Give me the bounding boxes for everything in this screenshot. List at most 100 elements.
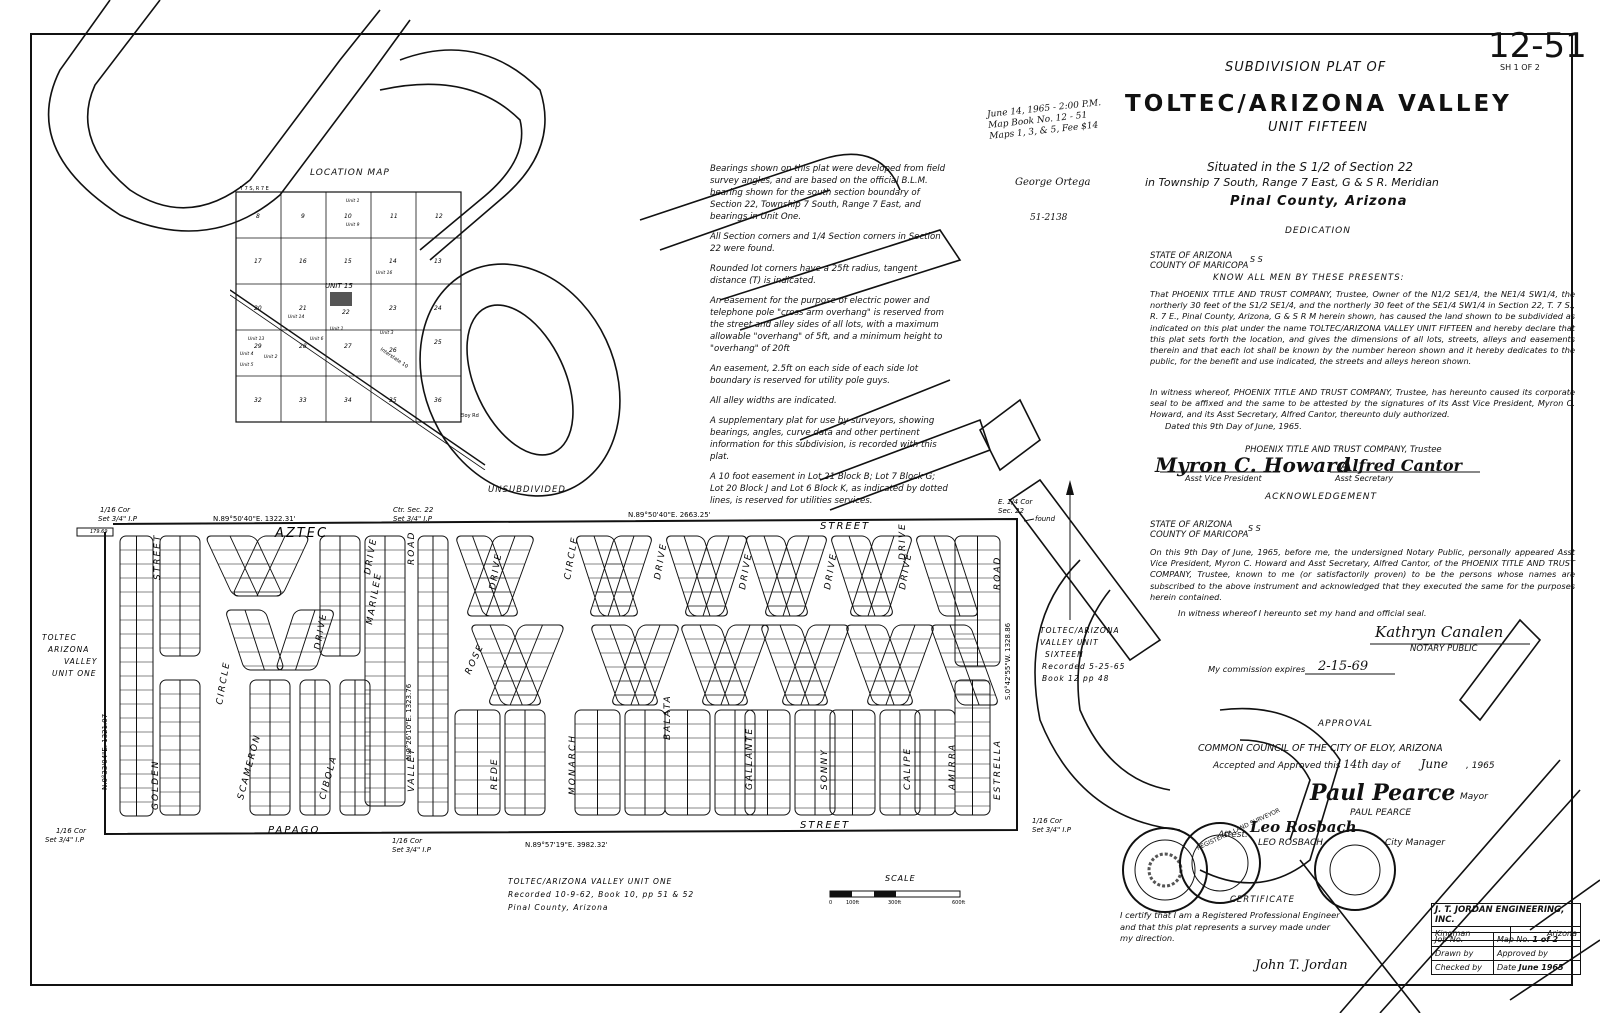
ack-witness: In witness whereof I hereunto set my han… bbox=[1178, 608, 1427, 618]
svg-text:TOLTEC/ARIZONA VALLEY UNIT ONE: TOLTEC/ARIZONA VALLEY UNIT ONE bbox=[508, 877, 672, 886]
cantor-signature: Alfred Cantor bbox=[1340, 456, 1462, 475]
svg-text:SIXTEEN: SIXTEEN bbox=[1045, 650, 1084, 659]
svg-text:24: 24 bbox=[434, 305, 442, 312]
svg-text:26: 26 bbox=[389, 347, 397, 354]
watermark-outlines bbox=[47, 0, 1600, 1013]
note-8: A 10 foot easement in Lot 21 Block B; Lo… bbox=[710, 472, 948, 506]
svg-text:N.89°50'40"E. 2663.25': N.89°50'40"E. 2663.25' bbox=[628, 511, 711, 519]
lot-block bbox=[954, 679, 991, 816]
watermark-letter-o bbox=[419, 263, 621, 497]
svg-text:11: 11 bbox=[390, 213, 398, 220]
lot-block bbox=[782, 624, 849, 706]
lot-block bbox=[916, 535, 978, 617]
note-7: A supplementary plat for use by surveyor… bbox=[710, 416, 937, 462]
engineer-signature: John T. Jordan bbox=[1255, 958, 1348, 973]
ack-heading: ACKNOWLEDGEMENT bbox=[1265, 492, 1378, 502]
svg-text:Set 3/4" I.P: Set 3/4" I.P bbox=[1032, 826, 1072, 834]
svg-text:20: 20 bbox=[254, 305, 262, 312]
dedication-company: PHOENIX TITLE AND TRUST COMPANY, Trustee bbox=[1245, 445, 1442, 455]
svg-text:34: 34 bbox=[344, 397, 352, 404]
svg-text:100ft: 100ft bbox=[846, 900, 859, 906]
recorder-stamp: 51-2138 bbox=[1030, 213, 1068, 223]
plat-boundary bbox=[104, 517, 1018, 836]
svg-text:UNIT ONE: UNIT ONE bbox=[52, 669, 97, 678]
adjacent-units: TOLTEC ARIZONA VALLEY UNIT ONE TOLTEC/AR… bbox=[42, 626, 1124, 912]
svg-text:1/16 Cor: 1/16 Cor bbox=[56, 827, 87, 835]
svg-text:300ft: 300ft bbox=[888, 900, 901, 906]
plat-notes: Bearings shown on this plat were develop… bbox=[710, 163, 948, 515]
approval-heading: APPROVAL bbox=[1318, 719, 1374, 729]
drive-label: REDE bbox=[490, 757, 500, 790]
drive-label: SONNY bbox=[820, 748, 830, 790]
drive-label: ROSE bbox=[464, 642, 487, 676]
lot-block bbox=[829, 709, 876, 816]
svg-text:13: 13 bbox=[434, 258, 442, 265]
svg-text:12: 12 bbox=[435, 213, 443, 220]
title-line1: SUBDIVISION PLAT OF bbox=[1225, 60, 1387, 75]
lot-block bbox=[954, 535, 1001, 667]
lot-block bbox=[612, 624, 679, 706]
svg-text:Sec. 22: Sec. 22 bbox=[998, 507, 1025, 515]
unit-15-highlight bbox=[330, 292, 352, 306]
scale-bar: SCALE 0 100ft 300ft 600ft bbox=[829, 874, 965, 906]
dedication-heading: DEDICATION bbox=[1285, 226, 1351, 236]
lot-block bbox=[467, 535, 534, 617]
svg-text:Set 3/4" I.P: Set 3/4" I.P bbox=[392, 846, 432, 854]
asst-vp-label: Asst Vice President bbox=[1185, 474, 1262, 483]
note-6: All alley widths are indicated. bbox=[710, 396, 837, 406]
svg-text:ARIZONA: ARIZONA bbox=[47, 645, 89, 654]
lot-block bbox=[574, 709, 621, 816]
lot-block bbox=[454, 709, 501, 816]
svg-text:27: 27 bbox=[344, 343, 352, 350]
watermark-letter-n bbox=[379, 49, 546, 261]
svg-text:Recorded 10-9-62, Book 10, pp: Recorded 10-9-62, Book 10, pp 51 & 52 bbox=[508, 890, 694, 899]
svg-text:Unit 4: Unit 4 bbox=[240, 351, 254, 357]
lot-block bbox=[931, 624, 998, 706]
sheet-of: SH 1 OF 2 bbox=[1500, 63, 1540, 72]
lot-block bbox=[319, 535, 361, 657]
lot-block bbox=[590, 535, 652, 617]
drive-label: BALATA bbox=[663, 694, 673, 740]
expires-label: My commission expires bbox=[1208, 664, 1306, 674]
dedication-body: That PHOENIX TITLE AND TRUST COMPANY, Tr… bbox=[1150, 289, 1575, 367]
svg-text:21: 21 bbox=[299, 305, 307, 312]
dedication-dated: Dated this 9th Day of June, 1965. bbox=[1165, 421, 1302, 431]
svg-text:VALLEY: VALLEY bbox=[64, 657, 98, 666]
howard-signature: Myron C. Howard bbox=[1155, 453, 1351, 477]
lot-block bbox=[489, 624, 564, 706]
dedication-witness: In witness whereof, PHOENIX TITLE AND TR… bbox=[1150, 387, 1575, 420]
svg-text:16: 16 bbox=[299, 258, 307, 265]
drive-label: STREET bbox=[153, 534, 163, 580]
lot-block bbox=[504, 709, 546, 816]
note-5: An easement, 2.5ft on each side of each … bbox=[710, 364, 919, 386]
note-4: An easement for the purpose of electric … bbox=[710, 296, 945, 354]
drive-label: CIRCLE bbox=[215, 660, 233, 705]
lot-block bbox=[299, 679, 331, 816]
interstate-line bbox=[230, 289, 486, 466]
ack-body: On this 9th Day of June, 1965, before me… bbox=[1150, 547, 1575, 602]
city-seal bbox=[1314, 829, 1396, 911]
know-all-men: KNOW ALL MEN BY THESE PRESENTS: bbox=[1213, 273, 1405, 283]
lot-block bbox=[765, 535, 827, 617]
svg-text:29: 29 bbox=[254, 343, 262, 350]
svg-text:E. 1/4 Cor: E. 1/4 Cor bbox=[998, 498, 1034, 506]
mayor-signature: Paul Pearce bbox=[1310, 780, 1456, 806]
location-map: T 7 S, R 7 E Eloy Rd Interstate 10 UNIT … bbox=[230, 186, 486, 470]
lm-road: Eloy Rd bbox=[460, 413, 479, 419]
plat-sheet-border bbox=[30, 33, 1573, 986]
recorder-signature: George Ortega bbox=[1015, 177, 1091, 188]
drive-label: CIRCLE bbox=[563, 535, 581, 580]
svg-text:1/16 Cor: 1/16 Cor bbox=[100, 506, 131, 514]
notary-signature: Kathryn Canalen bbox=[1375, 623, 1504, 641]
aztec-street-label: AZTEC bbox=[274, 526, 328, 541]
svg-text:Set 3/4" I.P: Set 3/4" I.P bbox=[393, 515, 433, 523]
drive-label: ROAD bbox=[407, 531, 417, 565]
scale-label: SCALE bbox=[885, 874, 916, 883]
svg-text:Unit 2: Unit 2 bbox=[264, 354, 278, 360]
svg-text:N.89°57'19"E. 3982.32': N.89°57'19"E. 3982.32' bbox=[525, 841, 608, 849]
drive-label: VALLEY bbox=[407, 747, 417, 792]
drive-label: CALIPE bbox=[903, 747, 913, 790]
lot-block bbox=[685, 535, 747, 617]
tb-checked: Checked by bbox=[1431, 960, 1494, 975]
